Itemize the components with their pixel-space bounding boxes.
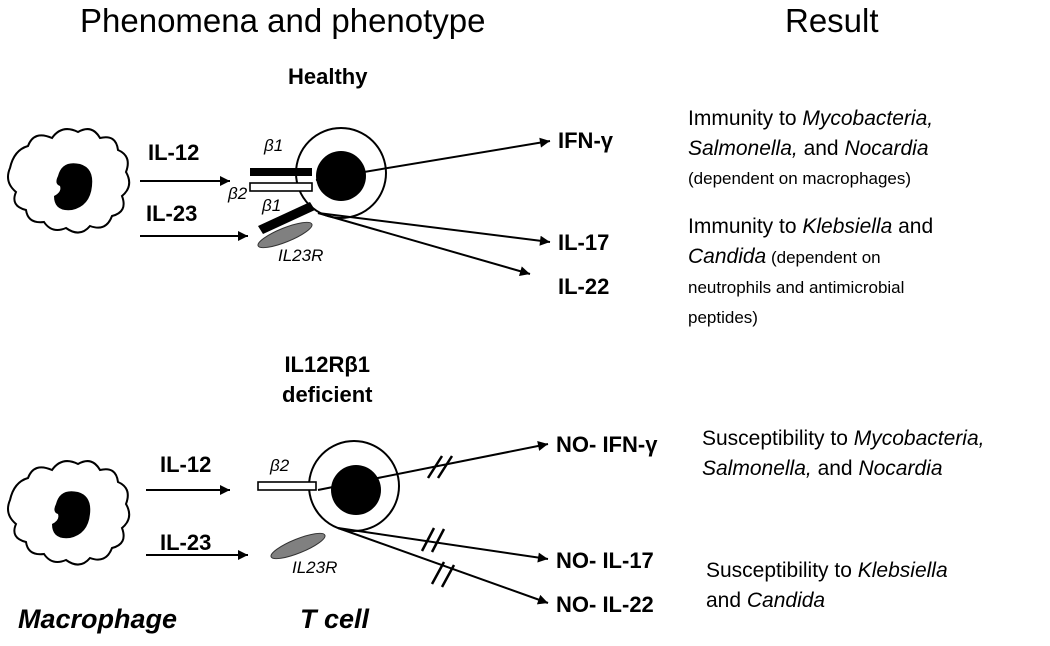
macrophage-caption: Macrophage	[18, 604, 178, 634]
ifng-label: IFN-γ	[558, 128, 613, 153]
il12rb1-receptor-healthy	[250, 168, 312, 176]
result-header: Result	[785, 2, 879, 39]
healthy-title: Healthy	[288, 64, 368, 89]
deficient-result-2: Susceptibility to Klebsiella and Candida	[706, 556, 948, 616]
deficient-result-1-line2: Salmonella, and Nocardia	[702, 457, 943, 480]
healthy-result-2-line2: Candida (dependent on	[688, 245, 881, 268]
macrophage-nucleus-deficient	[52, 491, 91, 539]
deficient-result-1-line1: Susceptibility to Mycobacteria,	[702, 427, 985, 450]
block-mark-il22	[430, 561, 456, 588]
beta2-label-deficient: β2	[270, 456, 290, 475]
healthy-result-2: Immunity to Klebsiella and Candida (depe…	[688, 212, 933, 333]
deficient-title-line1: IL12Rβ1	[284, 352, 371, 377]
il17-arrow-healthy	[317, 212, 551, 246]
il12-label-deficient: IL-12	[160, 452, 212, 477]
phenomena-header: Phenomena and phenotype	[80, 2, 486, 39]
no-il17-label: NO- IL-17	[556, 548, 654, 573]
block-mark-ifng	[426, 455, 454, 479]
il12-label-healthy: IL-12	[148, 140, 200, 165]
il12rb2-receptor-healthy	[249, 182, 313, 192]
healthy-result-2-line3: neutrophils and antimicrobial	[688, 278, 905, 297]
block-mark-il17	[420, 527, 446, 553]
healthy-result-1-line1: Immunity to Mycobacteria,	[688, 107, 934, 130]
il22-arrow-healthy	[317, 212, 531, 277]
healthy-result-1-line2: Salmonella, and Nocardia	[688, 137, 929, 160]
il22-label: IL-22	[558, 274, 610, 299]
healthy-result-1: Immunity to Mycobacteria, Salmonella, an…	[688, 104, 933, 194]
deficient-title: IL12Rβ1 deficient	[282, 350, 372, 410]
beta1-label-healthy: β1	[264, 136, 284, 155]
il12rb2-receptor-deficient	[257, 481, 317, 491]
healthy-result-2-line1: Immunity to Klebsiella and	[688, 215, 934, 238]
no-il17-arrow	[337, 527, 549, 563]
deficient-title-line2: deficient	[282, 382, 373, 407]
il23-label-healthy: IL-23	[146, 201, 198, 226]
no-ifng-arrow	[317, 441, 549, 491]
deficient-result-2-line2: and Candida	[706, 589, 826, 612]
macrophage-nucleus-healthy	[54, 163, 93, 211]
beta1-il23-label-healthy: β1	[262, 196, 282, 215]
tcell-caption: T cell	[300, 604, 370, 634]
healthy-result-2-line4: peptides)	[688, 308, 758, 327]
il23-rb1-receptor-healthy	[258, 202, 315, 234]
deficient-result-1: Susceptibility to Mycobacteria, Salmonel…	[702, 424, 984, 484]
il23r-label-healthy: IL23R	[278, 246, 324, 265]
deficient-result-2-line1: Susceptibility to Klebsiella	[706, 559, 948, 582]
ifng-arrow-healthy	[315, 137, 551, 181]
il17-label: IL-17	[558, 230, 610, 255]
healthy-result-1-line3: (dependent on macrophages)	[688, 169, 912, 188]
no-ifng-label: NO- IFN-γ	[556, 432, 658, 457]
tcell-nucleus-deficient	[331, 465, 381, 515]
il23r-receptor-healthy	[257, 221, 313, 249]
il23-label-deficient: IL-23	[160, 530, 212, 555]
beta2-label-healthy: β2	[228, 184, 248, 203]
il23r-label-deficient: IL23R	[292, 558, 338, 577]
no-il22-label: NO- IL-22	[556, 592, 654, 617]
il23r-receptor-deficient	[270, 532, 326, 560]
